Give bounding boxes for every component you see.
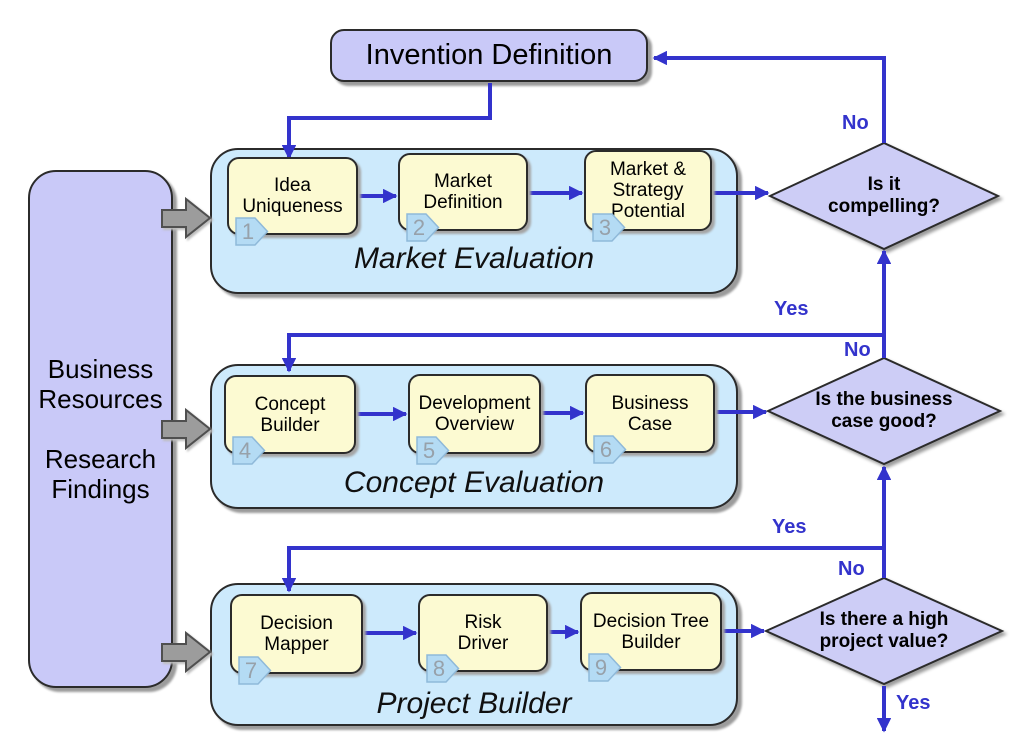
edge-label-yes-2: Yes — [772, 516, 807, 538]
tag-shape — [406, 213, 440, 242]
decision-text-compelling: Is it compelling? — [828, 174, 940, 217]
step-decision-mapper: Decision Mapper 7 — [230, 594, 363, 685]
step-number: 7 — [245, 658, 257, 683]
resource-arrow-row2 — [161, 407, 212, 451]
step-risk-driver: Risk Driver 8 — [418, 594, 548, 683]
resource-arrow-row1 — [161, 196, 212, 240]
market-evaluation-label: Market Evaluation — [353, 242, 595, 275]
step-number-tag: 7 — [238, 656, 272, 685]
step-concept-builder: Concept Builder 4 — [224, 375, 356, 465]
business-resources-box: Business Resources Research Findings — [28, 170, 173, 688]
tag-shape — [416, 436, 450, 465]
step-label: Decision Mapper — [260, 613, 333, 655]
step-number-tag: 9 — [588, 653, 622, 682]
invention-definition-label: Invention Definition — [365, 39, 613, 71]
tag-shape — [238, 656, 272, 685]
step-number-tag: 2 — [406, 213, 440, 242]
step-label: Concept Builder — [254, 393, 326, 436]
decision-diamond-business-case — [765, 356, 1003, 466]
tag-shape — [426, 654, 460, 683]
step-business-case: Business Case 6 — [585, 374, 715, 464]
invention-definition-box: Invention Definition — [330, 29, 648, 82]
connector-diamond1-no-to-invention — [652, 50, 886, 143]
step-label: Risk Driver — [457, 612, 509, 654]
step-number-tag: 8 — [426, 654, 460, 683]
step-number: 4 — [239, 438, 251, 463]
edge-label-yes-3: Yes — [896, 692, 931, 714]
step-label: Market Definition — [423, 171, 503, 213]
edge-label-no-3: No — [838, 558, 865, 580]
step-label: Decision Tree Builder — [592, 610, 710, 653]
step-label: Market & Strategy Potential — [609, 159, 687, 222]
concept-evaluation-label: Concept Evaluation — [343, 466, 605, 499]
step-number-tag: 3 — [592, 213, 626, 242]
step-number: 1 — [242, 219, 254, 244]
step-number-tag: 4 — [232, 436, 266, 465]
tag-shape — [593, 435, 627, 464]
resource-arrow-row3 — [161, 630, 212, 674]
connector-diamond2-yes-to-project-builder — [281, 546, 884, 593]
tag-shape — [588, 653, 622, 682]
decision-diamond-compelling — [767, 141, 1001, 251]
step-number: 2 — [413, 215, 425, 240]
edge-label-no-1: No — [842, 112, 869, 134]
step-number: 3 — [599, 215, 611, 240]
step-number: 9 — [595, 655, 607, 680]
project-builder-label: Project Builder — [376, 687, 572, 720]
step-decision-tree-builder: Decision Tree Builder 9 — [580, 592, 722, 682]
tag-shape — [592, 213, 626, 242]
step-label: Business Case — [611, 392, 689, 435]
connector-invention-to-market-eval — [281, 83, 492, 160]
tag-shape — [235, 217, 269, 246]
decision-text-business-case: Is the business case good? — [815, 389, 953, 432]
step-number: 6 — [600, 437, 612, 462]
edge-label-yes-1: Yes — [774, 298, 809, 320]
step-number-tag: 1 — [235, 217, 269, 246]
step-label: Development Overview — [418, 393, 531, 435]
step-number: 8 — [433, 656, 445, 681]
step-number-tag: 6 — [593, 435, 627, 464]
decision-text-project-value: Is there a high project value? — [819, 609, 949, 652]
step-market-definition: Market Definition 2 — [398, 153, 528, 242]
decision-diamond-project-value — [763, 576, 1005, 686]
step-market-strategy-potential: Market & Strategy Potential 3 — [584, 150, 712, 242]
connector-diamond1-yes-to-concept-eval — [281, 333, 884, 373]
edge-label-no-2: No — [844, 339, 871, 361]
tag-shape — [232, 436, 266, 465]
step-number: 5 — [423, 438, 435, 463]
business-resources-label: Business Resources Research Findings — [38, 354, 163, 504]
step-label: Idea Uniqueness — [242, 175, 343, 217]
step-number-tag: 5 — [416, 436, 450, 465]
step-development-overview: Development Overview 5 — [408, 374, 541, 465]
step-idea-uniqueness: Idea Uniqueness 1 — [227, 157, 358, 246]
